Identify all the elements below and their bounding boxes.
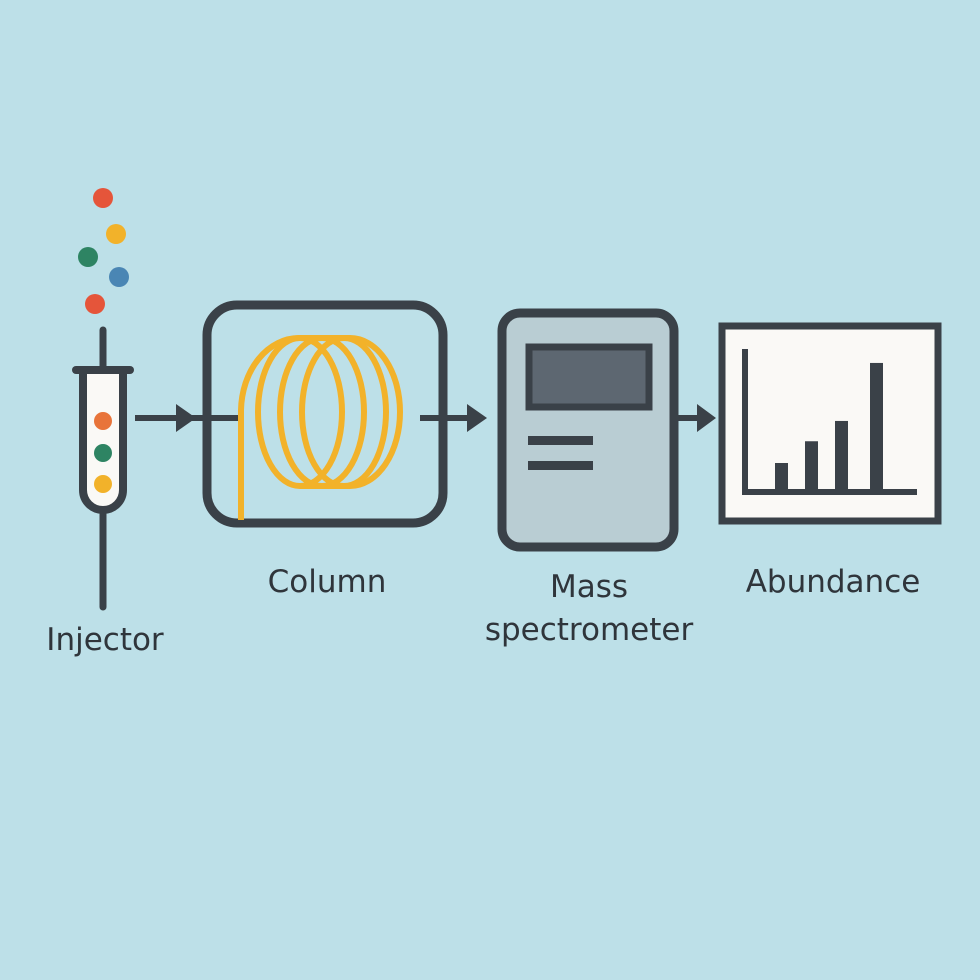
abundance-bar <box>835 420 848 492</box>
abundance-chart-icon <box>718 322 942 525</box>
abundance-bar <box>805 441 818 492</box>
label-mass: Mass <box>550 569 628 605</box>
arrow-right-icon <box>135 404 238 432</box>
arrow-right-icon <box>674 404 716 432</box>
mass-spectrometer-icon <box>497 308 679 552</box>
label-injector: Injector <box>46 622 164 658</box>
arrow-right-icon <box>420 404 487 432</box>
injector-icon <box>72 326 134 611</box>
column-icon <box>202 300 448 528</box>
molecule-dot <box>85 294 105 314</box>
molecule-dot <box>78 247 98 267</box>
label-column: Column <box>268 564 387 600</box>
sample-molecules <box>78 188 129 314</box>
coil-icon <box>238 335 404 520</box>
label-abundance: Abundance <box>746 564 921 600</box>
abundance-bars <box>775 362 883 492</box>
molecule-dot <box>106 224 126 244</box>
molecule-dot <box>109 267 129 287</box>
molecule-dot <box>93 188 113 208</box>
abundance-bar <box>870 362 883 492</box>
label-spectrometer: spectrometer <box>485 612 694 648</box>
abundance-bar <box>775 463 788 492</box>
